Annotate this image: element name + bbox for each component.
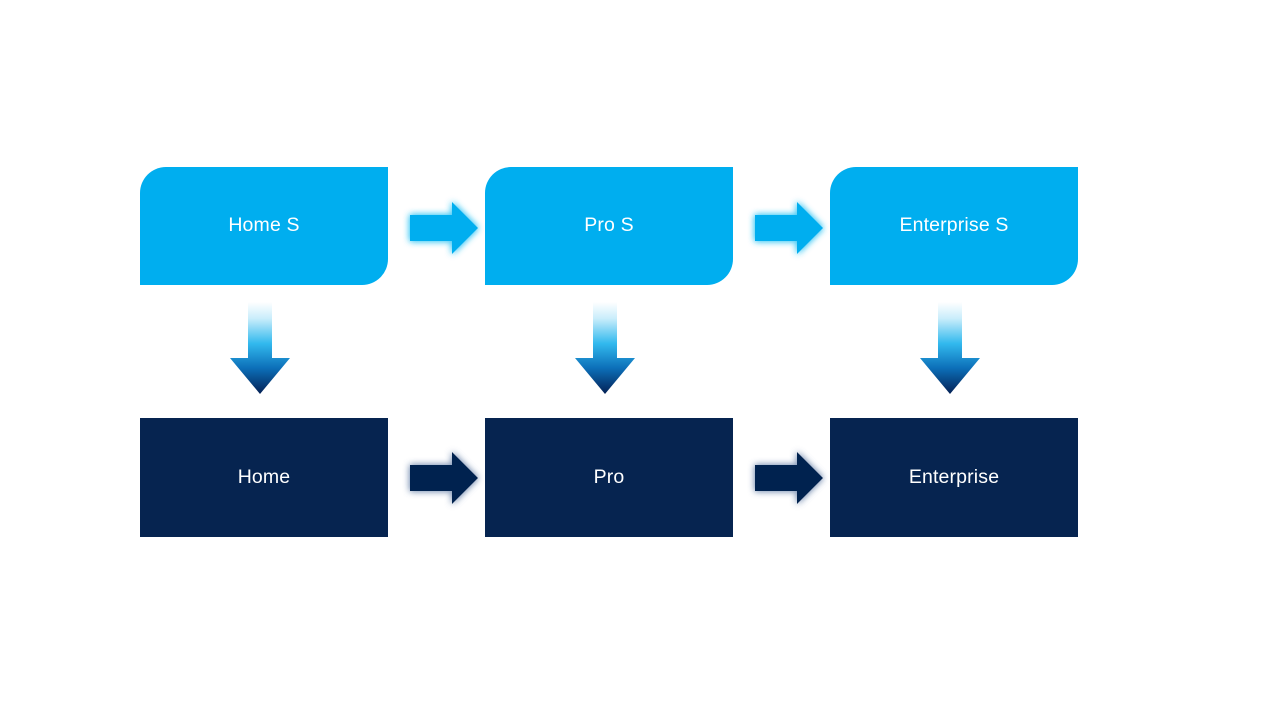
node-label: Pro S <box>584 214 634 237</box>
arrow-down-icon <box>920 302 980 394</box>
arrow-down-icon <box>575 302 635 394</box>
node-label: Enterprise S <box>899 214 1009 237</box>
node-label: Home <box>237 465 291 488</box>
node-home[interactable]: Home <box>140 418 388 537</box>
node-pro-s[interactable]: Pro S <box>485 167 733 285</box>
arrow-right-icon <box>410 202 478 254</box>
service-arrow-1 <box>402 194 486 262</box>
node-label: Pro <box>593 465 625 488</box>
arrow-right-icon <box>410 452 478 504</box>
arrow-down-icon <box>230 302 290 394</box>
product-arrow-1 <box>402 444 486 512</box>
node-enterprise-s[interactable]: Enterprise S <box>830 167 1078 285</box>
product-arrow-2 <box>747 444 831 512</box>
node-enterprise[interactable]: Enterprise <box>830 418 1078 537</box>
node-label: Enterprise <box>908 465 1000 488</box>
down-arrow-enterprise <box>914 300 986 400</box>
node-home-s[interactable]: Home S <box>140 167 388 285</box>
down-arrow-pro <box>569 300 641 400</box>
arrow-right-icon <box>755 452 823 504</box>
node-label: Home S <box>228 214 300 237</box>
node-pro[interactable]: Pro <box>485 418 733 537</box>
service-arrow-2 <box>747 194 831 262</box>
down-arrow-home <box>224 300 296 400</box>
arrow-right-icon <box>755 202 823 254</box>
